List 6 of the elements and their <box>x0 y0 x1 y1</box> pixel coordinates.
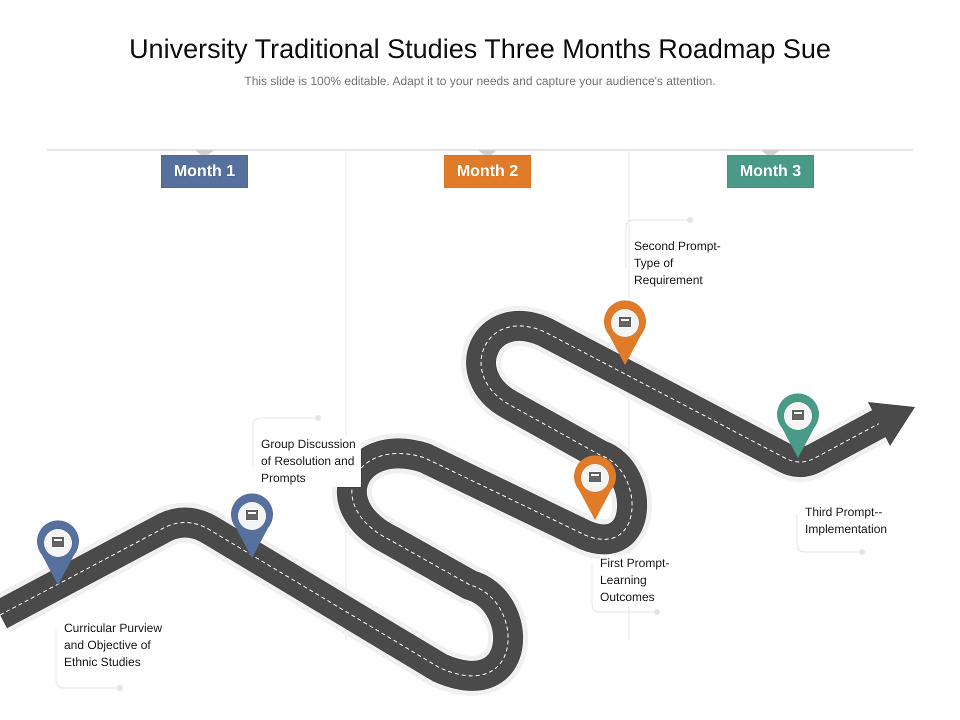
subtitle: This slide is 100% editable. Adapt it to your needs and capture your audience's attention. <box>243 74 717 88</box>
milestone-text: Group Discussion of Resolution and Prompts <box>261 436 361 487</box>
month-tab: Month 2 <box>444 155 531 188</box>
title: University Traditional Studies Three Months Roadmap Sue <box>128 34 832 65</box>
month-tab: Month 3 <box>727 155 814 188</box>
month-tab: Month 1 <box>161 155 248 188</box>
